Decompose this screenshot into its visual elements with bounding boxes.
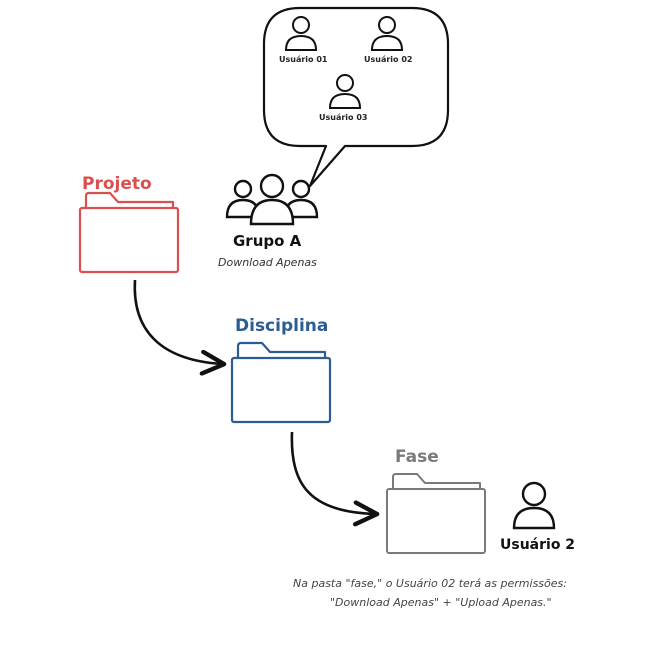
usuario-2-icon bbox=[512, 481, 556, 530]
group-icon bbox=[225, 173, 319, 226]
user-03-icon bbox=[328, 74, 362, 109]
group-permission-label: Download Apenas bbox=[218, 256, 317, 269]
user-03-label: Usuário 03 bbox=[319, 113, 368, 122]
fase-folder-icon bbox=[386, 473, 486, 554]
arrow-disciplina-to-fase bbox=[290, 431, 380, 527]
disciplina-label: Disciplina bbox=[235, 316, 329, 336]
projeto-label: Projeto bbox=[82, 174, 152, 194]
disciplina-folder-icon bbox=[230, 341, 332, 424]
arrow-projeto-to-disciplina bbox=[133, 279, 227, 376]
projeto-folder-icon bbox=[78, 191, 180, 274]
fase-label: Fase bbox=[395, 447, 439, 467]
note-line-2: "Download Apenas" + "Upload Apenas." bbox=[330, 596, 552, 609]
user-02-icon bbox=[370, 16, 404, 51]
user-01-icon bbox=[284, 16, 318, 51]
user-02-label: Usuário 02 bbox=[364, 55, 413, 64]
usuario-2-label: Usuário 2 bbox=[500, 537, 576, 553]
user-01-label: Usuário 01 bbox=[279, 55, 328, 64]
note-line-1: Na pasta "fase," o Usuário 02 terá as pe… bbox=[293, 577, 567, 590]
group-name-label: Grupo A bbox=[233, 232, 302, 250]
